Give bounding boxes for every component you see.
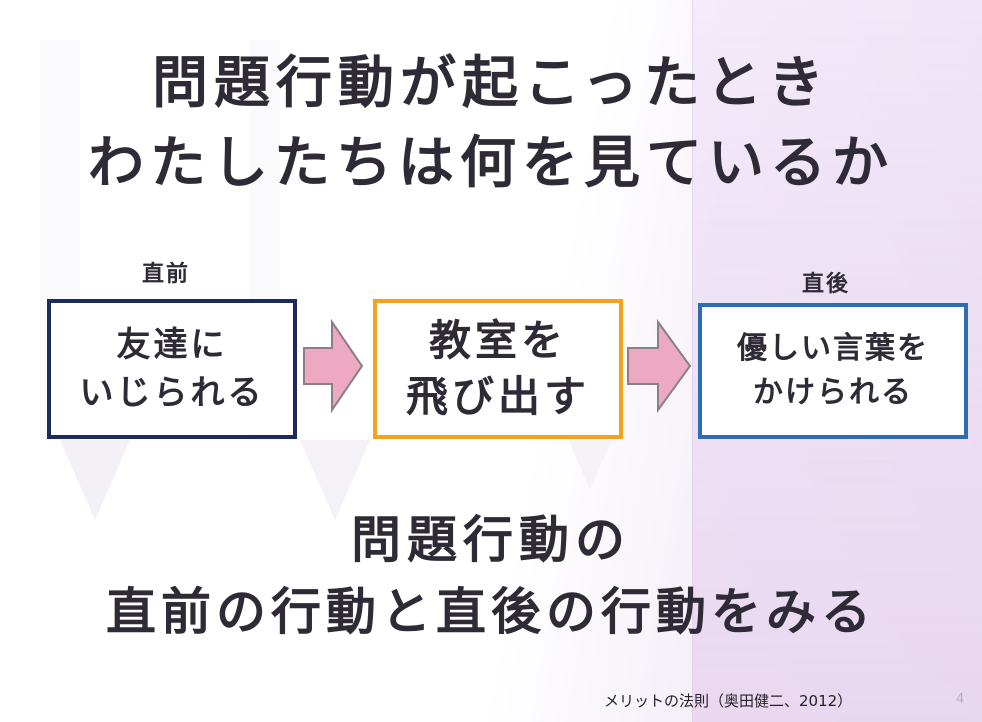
antecedent-box-line-2: いじられる — [79, 373, 265, 413]
consequence-box-line-2: かけられる — [753, 375, 913, 410]
page-number: 4 — [956, 692, 965, 707]
right-arrow-icon — [303, 318, 364, 414]
label-after: 直後 — [802, 272, 851, 297]
consequence-box: 優しい言葉を かけられる — [698, 303, 968, 439]
right-arrow-icon — [627, 318, 692, 414]
conclusion-line-2: 直前の行動と直後の行動をみる — [106, 583, 876, 641]
consequence-box-line-1: 優しい言葉を — [737, 331, 929, 366]
antecedent-box-line-1: 友達に — [116, 325, 228, 365]
slide-title-line-2: わたしたちは何を見ているか — [88, 131, 894, 196]
label-before: 直前 — [142, 262, 191, 287]
antecedent-box: 友達に いじられる — [47, 299, 297, 439]
source-citation: メリットの法則（奥田健二、2012） — [604, 692, 853, 710]
behavior-box-line-2: 飛び出す — [405, 372, 590, 421]
behavior-box-line-1: 教室を — [428, 316, 567, 365]
conclusion-line-1: 問題行動の — [351, 511, 631, 569]
slide-title-line-1: 問題行動が起こったとき — [151, 51, 831, 116]
behavior-box: 教室を 飛び出す — [373, 299, 623, 439]
